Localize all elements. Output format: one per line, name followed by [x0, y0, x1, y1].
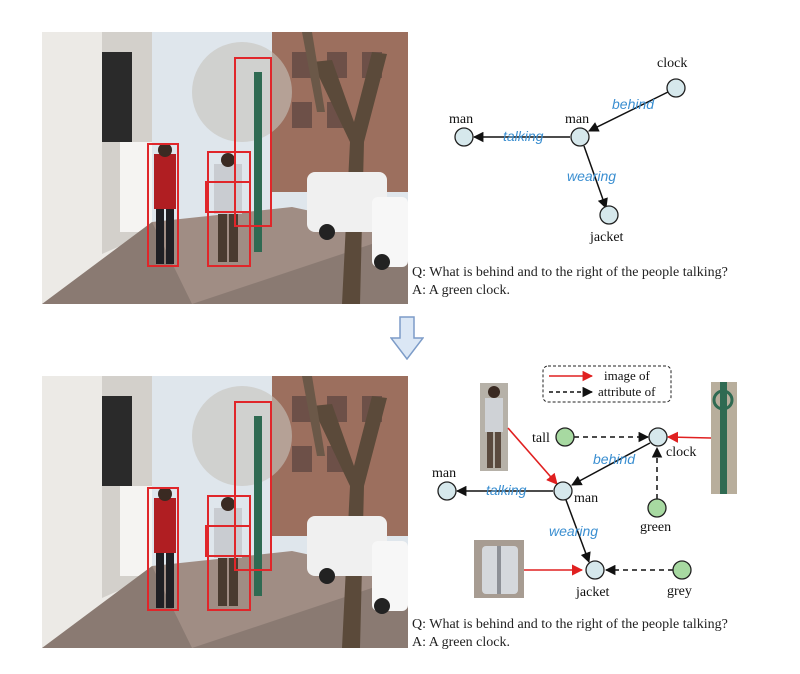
- relation-wearing-bottom: wearing: [549, 523, 598, 539]
- relation-talking-top: talking: [503, 128, 544, 144]
- node-tall: [555, 427, 575, 447]
- label-grey: grey: [667, 584, 692, 599]
- relation-behind-bottom: behind: [593, 451, 636, 467]
- node-clock-bottom: [648, 427, 668, 447]
- legend-attribute-of-label: attribute of: [598, 384, 656, 399]
- down-arrow-icon: [390, 316, 424, 360]
- relation-talking-bottom: talking: [486, 482, 527, 498]
- street-photo-top: [42, 32, 408, 304]
- relation-wearing-top: wearing: [567, 168, 616, 184]
- node-green: [647, 498, 667, 518]
- label-man-left-bottom: man: [432, 466, 456, 481]
- question-top: Q: What is behind and to the right of th…: [412, 265, 728, 280]
- label-clock-bottom: clock: [666, 445, 696, 460]
- thumbnail-jacket: [474, 540, 524, 598]
- node-clock-top: [666, 78, 686, 98]
- edge-wearing-top: [583, 145, 608, 209]
- label-jacket-top: jacket: [589, 230, 624, 245]
- legend-box: [542, 365, 672, 403]
- edge-behind-bottom: [571, 442, 651, 486]
- node-man-left-top: [454, 127, 474, 147]
- node-man-center-top: [570, 127, 590, 147]
- node-jacket-bottom: [585, 560, 605, 580]
- node-grey: [672, 560, 692, 580]
- edge-image-of-man: [507, 427, 558, 485]
- node-jacket-top: [599, 205, 619, 225]
- question-bottom: Q: What is behind and to the right of th…: [412, 617, 728, 632]
- label-clock-top: clock: [657, 56, 687, 71]
- node-man-center-bottom: [553, 481, 573, 501]
- label-tall: tall: [532, 431, 550, 446]
- thumbnail-clock-post: [711, 382, 737, 494]
- edge-wearing-bottom: [565, 499, 591, 563]
- legend-image-of-label: image of: [604, 368, 651, 383]
- label-green: green: [640, 520, 671, 535]
- thumbnail-person-grey-jacket: [480, 383, 508, 471]
- label-man-left-top: man: [449, 112, 473, 127]
- label-man-center-bottom: man: [574, 491, 598, 506]
- label-man-center-top: man: [565, 112, 589, 127]
- answer-bottom: A: A green clock.: [412, 635, 510, 650]
- edge-image-of-clock: [666, 431, 712, 443]
- node-man-left-bottom: [437, 481, 457, 501]
- label-jacket-bottom: jacket: [575, 585, 610, 600]
- street-photo-bottom: [42, 376, 408, 648]
- answer-top: A: A green clock.: [412, 283, 510, 298]
- relation-behind-top: behind: [612, 96, 655, 112]
- edge-behind-top: [588, 91, 669, 132]
